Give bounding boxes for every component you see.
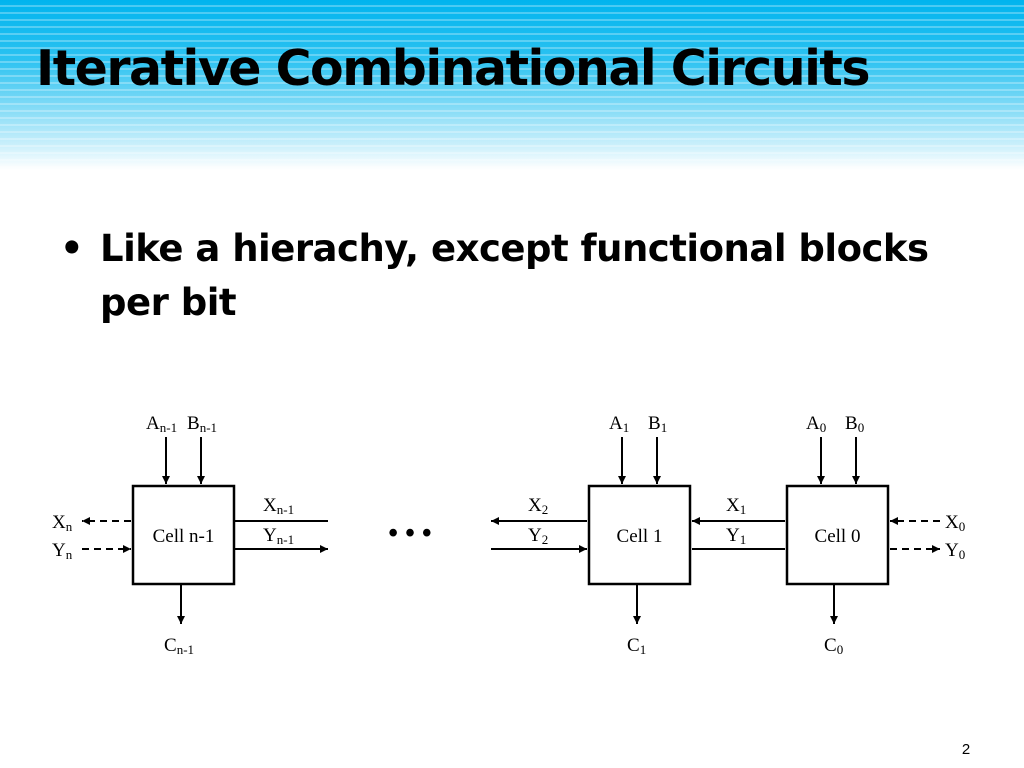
ellipsis: • • • [388,518,431,549]
input-label-a: A0 [806,413,826,435]
bullet-dot: • [60,227,84,270]
cell-box [587,484,692,586]
slide-title: Iterative Combinational Circuits [36,40,871,97]
cell-1: Cell 1 A1 B1 C1 X2 Y2 X1 Y1 [491,413,746,657]
right-label-y: Yn-1 [263,525,294,547]
right-label-y: Y1 [726,525,746,547]
bullet-text: Like a hierachy, except functional block… [100,227,929,324]
input-label-a: An-1 [146,413,177,435]
left-label-y: Yn [52,540,73,562]
left-label-y: Y2 [528,525,548,547]
cell-label: Cell 0 [815,526,861,547]
page-number: 2 [961,741,971,758]
right-label-x: X1 [726,495,746,517]
output-label-c: C0 [824,635,843,657]
cell-0: Cell 0 A0 B0 C0 X0 Y0 [692,413,965,657]
header-band [0,0,1024,170]
output-label-c: Cn-1 [164,635,194,657]
cell-box [785,484,890,586]
left-label-x: X2 [528,495,548,517]
cell-box [131,484,236,586]
cell-label: Cell n-1 [153,526,215,547]
right-label-x: Xn-1 [263,495,294,517]
right-label-y: Y0 [945,540,965,562]
cell-n-1: Cell n-1 An-1 Bn-1 Cn-1 Xn Yn Xn-1 Yn-1 [52,413,328,657]
input-label-b: Bn-1 [187,413,217,435]
input-label-b: B1 [648,413,667,435]
right-label-x: X0 [945,512,965,534]
input-label-a: A1 [609,413,629,435]
cell-label: Cell 1 [617,526,663,547]
left-label-x: Xn [52,512,73,534]
input-label-b: B0 [845,413,864,435]
output-label-c: C1 [627,635,646,657]
